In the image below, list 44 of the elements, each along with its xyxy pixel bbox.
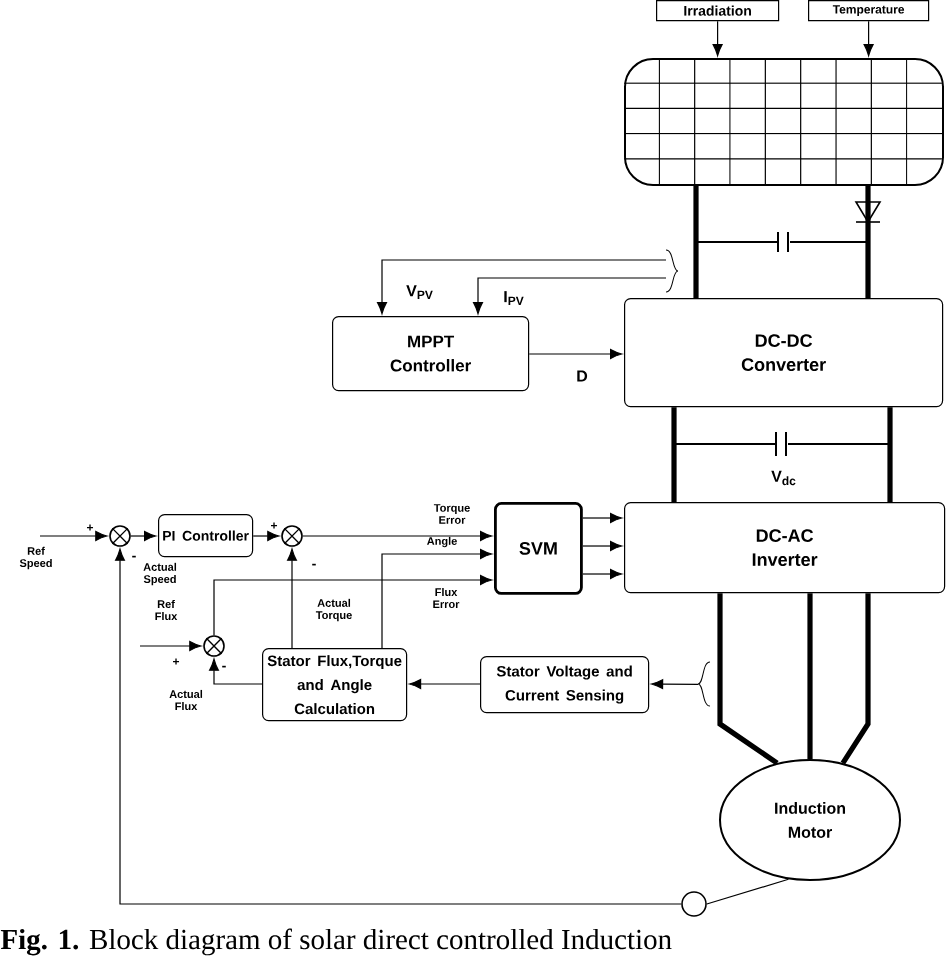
caption: Fig. 1. Block diagram of solar direct controlled Induction: [0, 928, 672, 956]
arrow: [39, 531, 108, 542]
arrow: [213, 575, 493, 636]
connector-line: [706, 878, 790, 905]
arrow: [408, 679, 481, 690]
arrow: [381, 549, 493, 649]
arrow: [252, 531, 280, 542]
edge-label: D: [577, 370, 588, 382]
controller-box: MPPT Controller: [332, 316, 530, 392]
connector-line: [865, 186, 871, 298]
brace: [665, 249, 679, 293]
arrow: [712, 20, 723, 57]
arrow: [130, 531, 157, 542]
connector-line: [717, 593, 779, 766]
arrow: [650, 679, 699, 690]
edge-label: I$_{PV}$: [504, 291, 524, 305]
solar-panel: [624, 58, 944, 186]
connector-line: [807, 593, 813, 759]
arrow: [139, 641, 202, 652]
summing-junction: [281, 525, 303, 547]
connector-line: [840, 593, 871, 765]
arrow: [863, 20, 874, 57]
voltage-label: V$_{dc}$: [771, 470, 796, 486]
arrow: [472, 277, 667, 315]
arrow: [114, 548, 682, 905]
brace: [697, 661, 711, 707]
arrow: [208, 658, 263, 685]
connector-line: [671, 407, 677, 502]
summing-junction: [203, 635, 225, 657]
arrow: [376, 259, 667, 315]
summing-junction: [109, 525, 131, 547]
arrow: [582, 569, 623, 580]
converter-box: DC-DC Converter: [624, 298, 944, 408]
arrow: [302, 531, 493, 542]
arrow: [528, 348, 623, 360]
svm-box: SVM: [494, 502, 583, 595]
arrow: [582, 541, 623, 552]
connector-line: [887, 407, 893, 502]
speed-sensor: [681, 891, 707, 917]
connector-line: [693, 186, 699, 298]
arrow: [582, 513, 623, 524]
inverter-box: DC-AC Inverter: [624, 502, 946, 594]
arrow: [286, 548, 298, 649]
edge-label: V$_{PV}$: [406, 285, 433, 299]
